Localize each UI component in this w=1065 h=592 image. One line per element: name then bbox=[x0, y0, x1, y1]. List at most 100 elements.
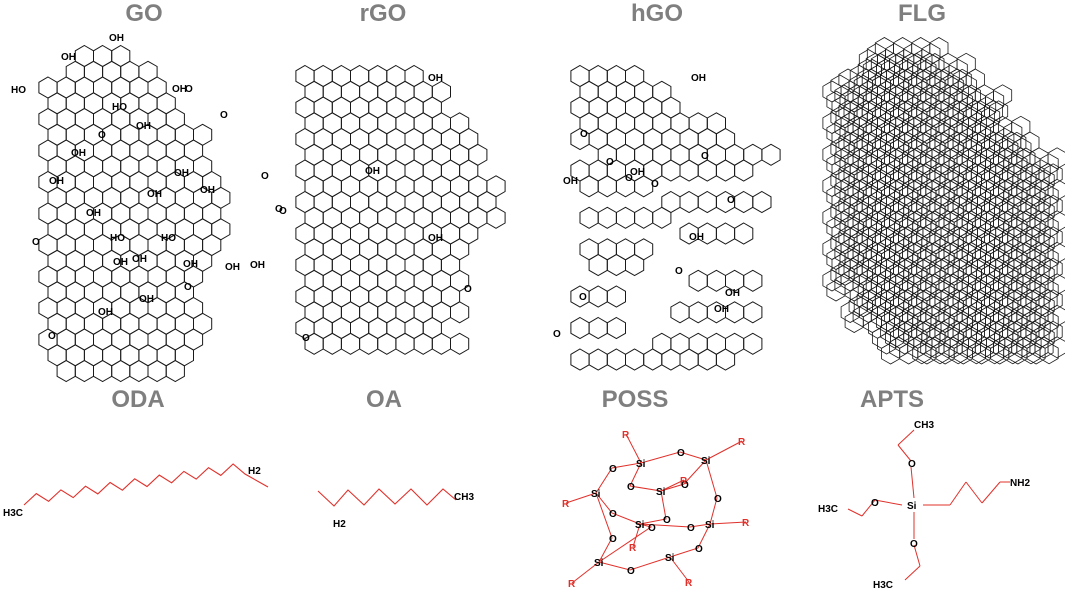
hexagon-ring bbox=[570, 348, 590, 371]
hexagon-ring bbox=[697, 190, 717, 214]
functional-group-label: O bbox=[275, 204, 283, 215]
r-group-label: R bbox=[562, 499, 570, 510]
o-atom-label: O bbox=[677, 448, 685, 459]
o-atom-label: O bbox=[695, 544, 703, 555]
hexagon-ring bbox=[377, 332, 397, 355]
si-o-bond bbox=[669, 523, 711, 558]
functional-group-label: O bbox=[651, 179, 659, 190]
functional-group-label: OH bbox=[365, 166, 380, 177]
si-r-bond bbox=[565, 492, 597, 504]
apts-bond bbox=[910, 466, 915, 499]
functional-group-label: O bbox=[32, 237, 40, 248]
functional-group-label: OH bbox=[689, 232, 704, 243]
functional-group-label: OH bbox=[109, 33, 124, 44]
hexagon-ring bbox=[597, 206, 617, 229]
hexagon-ring bbox=[588, 285, 608, 308]
apts-nh2-label: NH2 bbox=[1010, 478, 1030, 489]
functional-group-label: OH bbox=[714, 304, 729, 315]
hexagon-ring bbox=[761, 143, 781, 166]
si-atom-label: Si bbox=[656, 487, 666, 498]
hexagon-ring bbox=[1047, 336, 1065, 359]
rgo-graphene-lattice bbox=[295, 64, 506, 355]
hexagon-ring bbox=[1034, 336, 1054, 359]
hexagon-ring bbox=[734, 159, 754, 182]
functional-group-label: OH bbox=[139, 294, 154, 305]
functional-group-label: O bbox=[625, 173, 633, 184]
functional-group-label: HO bbox=[112, 102, 127, 113]
o-atom-label: O bbox=[609, 464, 617, 475]
oa-structure: H2 CH3 bbox=[317, 488, 474, 530]
functional-group-label: OH bbox=[563, 176, 578, 187]
o-atom-label: O bbox=[648, 523, 656, 534]
si-o-bond bbox=[595, 492, 613, 563]
hexagon-ring bbox=[606, 285, 626, 308]
si-o-bond bbox=[598, 556, 671, 571]
functional-group-label: O bbox=[184, 282, 192, 293]
si-r-bond bbox=[571, 561, 600, 584]
oda-left-label: H3C bbox=[3, 508, 23, 519]
hexagon-ring bbox=[634, 206, 654, 229]
functional-group-label: O bbox=[185, 84, 193, 95]
functional-group-label: O bbox=[464, 284, 472, 295]
functional-group-label: O bbox=[727, 195, 735, 206]
si-o-bond bbox=[595, 462, 642, 494]
si-atom-label: Si bbox=[665, 553, 675, 564]
r-group-label: R bbox=[629, 543, 637, 554]
hexagon-ring bbox=[1039, 342, 1059, 365]
title-poss: POSS bbox=[601, 386, 669, 413]
flg-graphene-layers bbox=[822, 37, 1065, 365]
si-atom-label: Si bbox=[594, 558, 604, 569]
o-atom-label: O bbox=[687, 523, 695, 534]
hexagon-ring bbox=[588, 253, 608, 277]
functional-group-label: OH bbox=[136, 121, 151, 132]
o-atom-label: O bbox=[663, 515, 671, 526]
title-go: GO bbox=[125, 0, 163, 27]
hexagon-ring bbox=[697, 159, 717, 182]
si-atom-label: Si bbox=[591, 489, 601, 500]
hexagon-ring bbox=[752, 190, 772, 214]
hexagon-ring bbox=[111, 359, 131, 383]
hexagon-ring bbox=[697, 348, 717, 371]
hexagon-ring bbox=[1026, 342, 1046, 365]
functional-group-label: OH bbox=[428, 233, 443, 244]
go-graphene-lattice bbox=[38, 44, 231, 383]
si-r-bond bbox=[709, 521, 747, 525]
functional-group-label: OH bbox=[71, 148, 86, 159]
hgo-graphene-lattice bbox=[570, 64, 781, 371]
hexagon-ring bbox=[743, 269, 763, 292]
apts-bond bbox=[913, 544, 921, 567]
title-oda: ODA bbox=[111, 386, 165, 413]
r-group-label: R bbox=[742, 518, 750, 529]
functional-group-label: OH bbox=[225, 262, 240, 273]
hexagon-ring bbox=[715, 222, 736, 245]
o-atom-label: O bbox=[627, 482, 635, 493]
oda-right-label: H2 bbox=[248, 466, 261, 477]
title-rgo: rGO bbox=[359, 0, 407, 27]
functional-group-label: OH bbox=[174, 168, 189, 179]
apts-bond bbox=[904, 565, 921, 581]
si-o-bond bbox=[595, 492, 641, 525]
hexagon-ring bbox=[734, 190, 754, 214]
hexagon-ring bbox=[643, 348, 663, 371]
si-r-bond bbox=[705, 440, 743, 461]
hexagon-ring bbox=[634, 175, 654, 198]
apts-bond bbox=[949, 481, 967, 506]
title-flg: FLG bbox=[898, 0, 946, 27]
functional-group-label: O bbox=[579, 292, 587, 303]
functional-group-label: OH bbox=[61, 52, 76, 63]
hexagon-ring bbox=[570, 316, 590, 340]
r-group-label: R bbox=[738, 437, 746, 448]
title-apts: APTS bbox=[859, 386, 924, 413]
functional-group-label: OH bbox=[172, 84, 187, 95]
hexagon-ring bbox=[679, 190, 699, 214]
functional-group-label: O bbox=[302, 333, 310, 344]
hexagon-ring bbox=[606, 348, 626, 371]
si-o-bond bbox=[639, 490, 667, 525]
hexagon-ring bbox=[606, 316, 626, 340]
apts-o-label: O bbox=[910, 539, 918, 550]
si-o-bond bbox=[598, 523, 653, 563]
functional-group-label: O bbox=[701, 151, 709, 162]
